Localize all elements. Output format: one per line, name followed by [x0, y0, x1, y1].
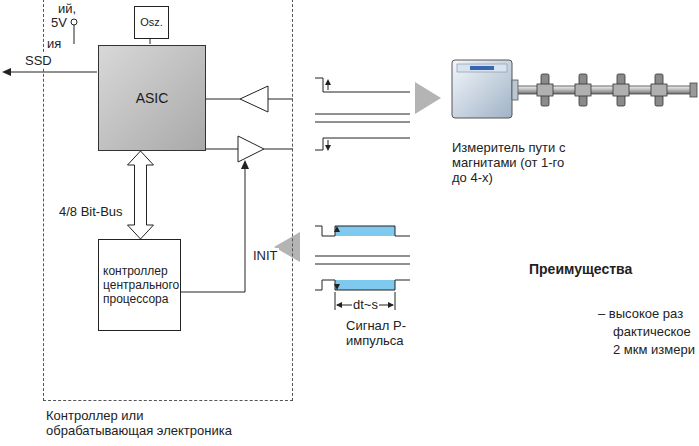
cut-text: ия — [46, 36, 62, 51]
node-text: Контроллер или обрабатывающая электроник… — [46, 408, 241, 438]
node-text: Измеритель пути с магнитами (от 1-го до … — [452, 140, 577, 185]
dimension-label: dt~s — [352, 297, 379, 312]
oscillator-box: Osz. — [134, 6, 169, 39]
section-heading: Преимущества — [528, 262, 633, 277]
bus-label: 4/8 Bit-Bus — [58, 204, 124, 219]
signal-caption: Сигнал P-импульса — [345, 318, 429, 348]
cut-text: 2 мкм измери — [612, 342, 696, 357]
cut-text: – высокое раз — [597, 306, 684, 321]
cpu-controller-box: контроллер центрального процессора — [98, 239, 181, 331]
signal-name: SSD — [24, 53, 53, 68]
cut-text: фактическое — [612, 324, 692, 339]
magnet-collar — [651, 84, 667, 96]
bus-arrow — [128, 151, 154, 239]
magnet-collar — [537, 84, 553, 96]
node-text: контроллер центрального процессора — [103, 264, 179, 306]
asic-chip: ASIC — [98, 45, 206, 151]
position-sensor: Измеритель пути с магнитами (от 1-го до … — [452, 58, 697, 122]
magnet-collar — [575, 84, 591, 96]
controller-boundary: Контроллер или обрабатывающая электроник… — [43, 0, 293, 401]
magnet-collar — [613, 84, 629, 96]
supply-label: 5V — [50, 15, 68, 30]
signal-name: INIT — [252, 248, 279, 263]
node-text: Osz. — [140, 15, 163, 30]
node-text: ASIC — [136, 91, 169, 106]
cut-text: ий, — [57, 1, 77, 16]
